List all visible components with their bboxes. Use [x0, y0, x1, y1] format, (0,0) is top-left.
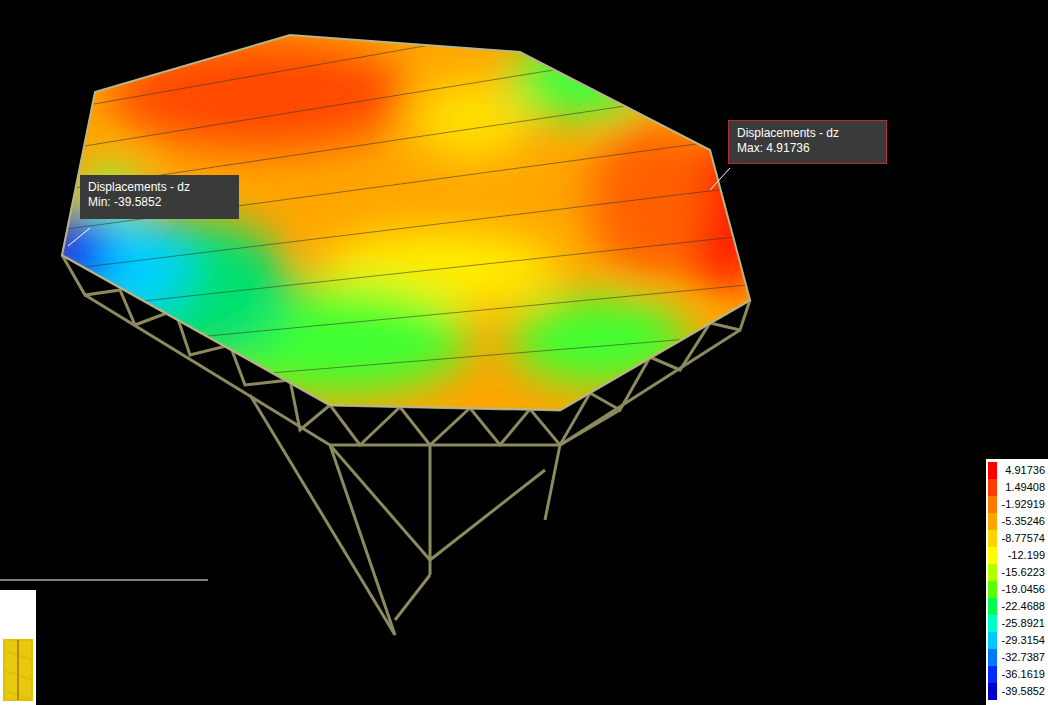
- legend-row: -36.1619: [986, 666, 1048, 683]
- legend-swatch: [988, 683, 997, 700]
- legend-row: -19.0456: [986, 581, 1048, 598]
- legend-swatch: [988, 632, 997, 649]
- legend-swatch: [988, 581, 997, 598]
- legend-value: -15.6223: [1002, 566, 1045, 579]
- legend-value: -5.35246: [1002, 515, 1045, 528]
- leader-line: [710, 168, 730, 190]
- legend-swatch: [988, 513, 997, 530]
- legend-value: -22.4688: [1002, 600, 1045, 613]
- legend-value: -8.77574: [1002, 532, 1045, 545]
- callout-heading: Displacements - dz: [88, 180, 231, 195]
- legend-swatch: [988, 598, 997, 615]
- legend-swatch: [988, 666, 997, 683]
- legend-row: -22.4688: [986, 598, 1048, 615]
- thumbnail-structure: [4, 640, 32, 700]
- legend-row: -29.3154: [986, 632, 1048, 649]
- result-callout: Displacements - dzMin: -39.5852: [80, 175, 239, 219]
- legend-swatch: [988, 479, 997, 496]
- legend-value: -19.0456: [1002, 583, 1045, 596]
- legend-swatch: [988, 649, 997, 666]
- inset-border: [0, 580, 208, 581]
- legend-swatch: [988, 547, 997, 564]
- displacement-contour: [0, 0, 800, 450]
- callout-value: Min: -39.5852: [88, 195, 231, 210]
- callout-value: Max: 4.91736: [737, 141, 878, 156]
- legend-row: -8.77574: [986, 530, 1048, 547]
- legend-value: -32.7387: [1002, 651, 1045, 664]
- color-legend: 4.91736 1.49408 -1.92919 -5.35246 -8.77574 -1…: [986, 459, 1048, 705]
- legend-row: 4.91736: [986, 462, 1048, 479]
- legend-value: -1.92919: [1002, 498, 1045, 511]
- legend-value: 1.49408: [1005, 481, 1045, 494]
- legend-swatch: [988, 564, 997, 581]
- legend-row: -5.35246: [986, 513, 1048, 530]
- legend-value: -39.5852: [1002, 685, 1045, 698]
- legend-value: -12.199: [1008, 549, 1045, 562]
- legend-value: -29.3154: [1002, 634, 1045, 647]
- legend-row: -25.8921: [986, 615, 1048, 632]
- callout-heading: Displacements - dz: [737, 126, 878, 141]
- legend-swatch: [988, 496, 997, 513]
- legend-value: -36.1619: [1002, 668, 1045, 681]
- inset-ground: [0, 590, 36, 705]
- legend-row: -12.199: [986, 547, 1048, 564]
- legend-row: -39.5852: [986, 683, 1048, 700]
- legend-swatch: [988, 530, 997, 547]
- result-callout: Displacements - dzMax: 4.91736: [728, 120, 887, 164]
- legend-row: -32.7387: [986, 649, 1048, 666]
- legend-value: 4.91736: [1005, 464, 1045, 477]
- legend-swatch: [988, 462, 997, 479]
- legend-row: -1.92919: [986, 496, 1048, 513]
- legend-value: -25.8921: [1002, 617, 1045, 630]
- leader-line: [68, 228, 90, 246]
- legend-row: -15.6223: [986, 564, 1048, 581]
- legend-swatch: [988, 615, 997, 632]
- legend-row: 1.49408: [986, 479, 1048, 496]
